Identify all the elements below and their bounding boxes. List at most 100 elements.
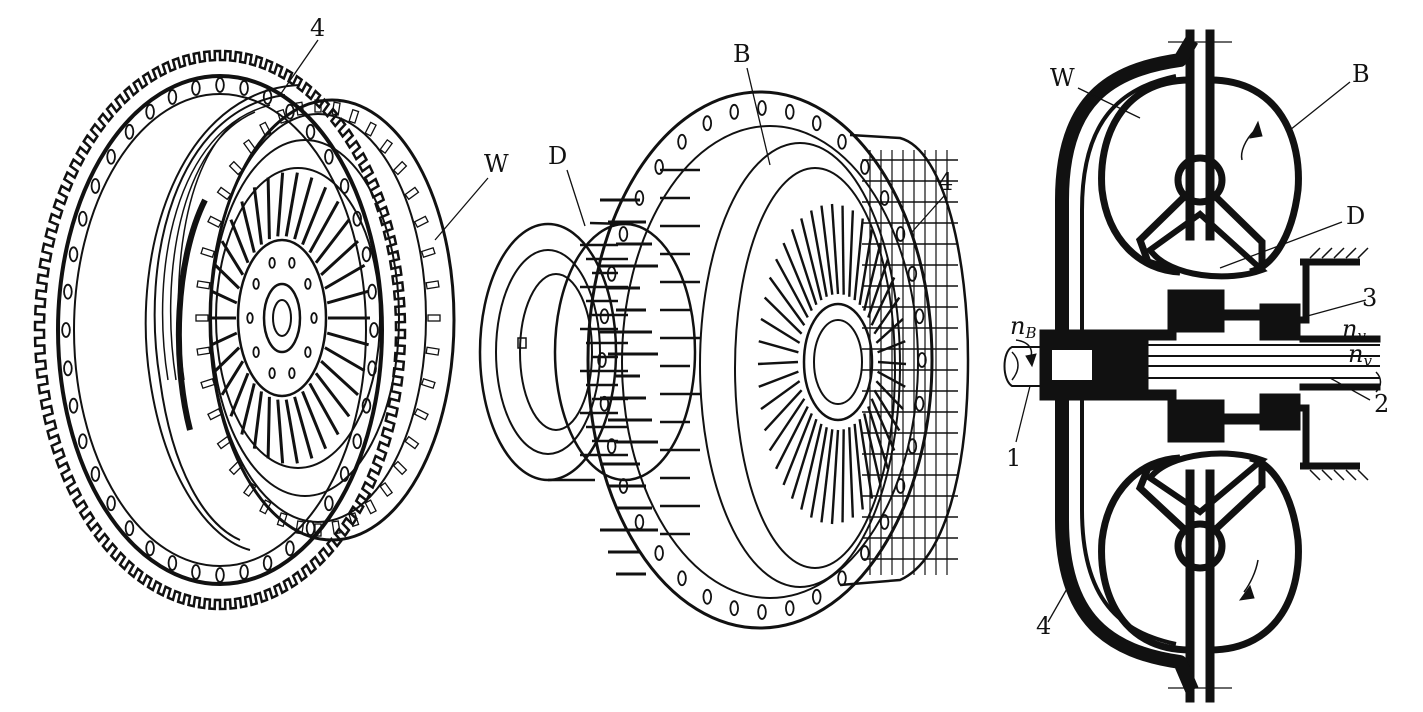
label-sec-item-2: 2	[1374, 390, 1389, 418]
slot	[404, 435, 420, 450]
bolt-hole	[304, 278, 312, 290]
blade	[760, 317, 801, 344]
turbine-blades	[210, 172, 370, 464]
hatch-line	[1357, 247, 1369, 259]
pump-stator-assembly: D B 4	[478, 40, 970, 630]
slot	[379, 481, 394, 498]
label-sec-turbine-w: W	[1050, 64, 1075, 92]
label-sec-item-1: 1	[1006, 444, 1021, 472]
bolt-hole	[917, 352, 927, 368]
bolt-hole	[68, 397, 79, 414]
bolt-hole	[860, 545, 870, 561]
bolt-hole	[63, 360, 73, 377]
slot	[392, 160, 408, 176]
blade	[301, 390, 328, 450]
bolt-hole	[61, 322, 71, 338]
slot	[207, 407, 223, 421]
slot	[348, 512, 360, 528]
blade	[301, 186, 328, 246]
blade	[284, 399, 299, 464]
bolt-hole	[369, 322, 379, 338]
hatch-line	[1309, 247, 1321, 259]
bolt-hole	[702, 588, 713, 605]
bolt-hole	[352, 210, 362, 227]
label-turbine-w: W	[484, 150, 509, 178]
slot	[228, 460, 244, 476]
bolt-hole	[597, 352, 607, 368]
bolt-hole	[215, 567, 225, 583]
hatch-line	[1333, 247, 1345, 259]
bolt-hole	[367, 283, 377, 300]
blade	[873, 296, 901, 335]
bolt-hole	[145, 103, 155, 120]
slot	[364, 499, 377, 515]
gear-teeth	[33, 49, 407, 611]
bolt-hole	[288, 367, 296, 380]
bolt-hole	[191, 564, 201, 580]
blade	[875, 380, 904, 410]
blade	[867, 406, 890, 470]
blade	[858, 229, 874, 305]
bolt-hole	[63, 283, 73, 300]
symbol-n-v-top: nv	[1342, 315, 1366, 345]
label-flywheel-ring: 4	[310, 14, 325, 42]
blade	[763, 296, 803, 335]
blade	[314, 372, 351, 418]
bolt-hole	[167, 555, 178, 571]
slot	[331, 101, 341, 116]
bolt-hole	[324, 148, 334, 165]
bolt-hole	[310, 312, 318, 324]
blade	[768, 398, 806, 452]
slot	[196, 346, 211, 356]
blade	[867, 258, 890, 318]
blade	[877, 360, 907, 366]
slot	[207, 215, 223, 229]
blade	[782, 242, 813, 312]
blade	[841, 429, 845, 523]
hatch-line	[1357, 469, 1369, 481]
pump-face-hatching	[600, 168, 700, 576]
bolt-hole	[757, 604, 767, 620]
bolt-hole	[305, 123, 316, 140]
bolt-hole	[239, 80, 249, 96]
blade	[790, 418, 818, 499]
blade	[763, 389, 803, 432]
bolt-hole	[239, 564, 249, 580]
bolt-hole	[246, 312, 254, 324]
slot	[314, 523, 322, 537]
ground-hatching	[1309, 247, 1369, 481]
bolt-hole	[895, 478, 906, 494]
slot	[364, 121, 377, 137]
bolt-hole	[106, 495, 116, 512]
blade	[320, 360, 360, 396]
blade	[229, 372, 250, 417]
blade	[326, 289, 370, 305]
bolt-hole	[677, 133, 687, 150]
blade	[220, 360, 245, 396]
flywheel-rim	[56, 74, 384, 586]
slot	[276, 108, 288, 124]
blade	[841, 205, 845, 295]
slot	[379, 138, 394, 155]
bolt-hole	[106, 148, 116, 165]
bolt-hole	[215, 77, 225, 93]
bolt-hole	[262, 555, 273, 571]
blade	[220, 240, 245, 276]
slot	[427, 314, 441, 322]
blade	[276, 399, 285, 464]
bolt-hole	[167, 89, 178, 105]
blade	[775, 258, 809, 319]
blade	[858, 419, 874, 499]
bolt-hole	[304, 346, 312, 358]
slot	[413, 407, 429, 421]
bolt-hole	[914, 395, 925, 412]
blade	[877, 340, 906, 354]
blade	[768, 276, 806, 326]
bolt-hole	[268, 367, 276, 380]
blade	[293, 177, 314, 240]
bolt-hole	[879, 190, 890, 206]
bolt-hole	[288, 256, 296, 269]
blade	[240, 201, 256, 253]
blade	[775, 405, 809, 470]
bolt-hole	[90, 466, 101, 482]
